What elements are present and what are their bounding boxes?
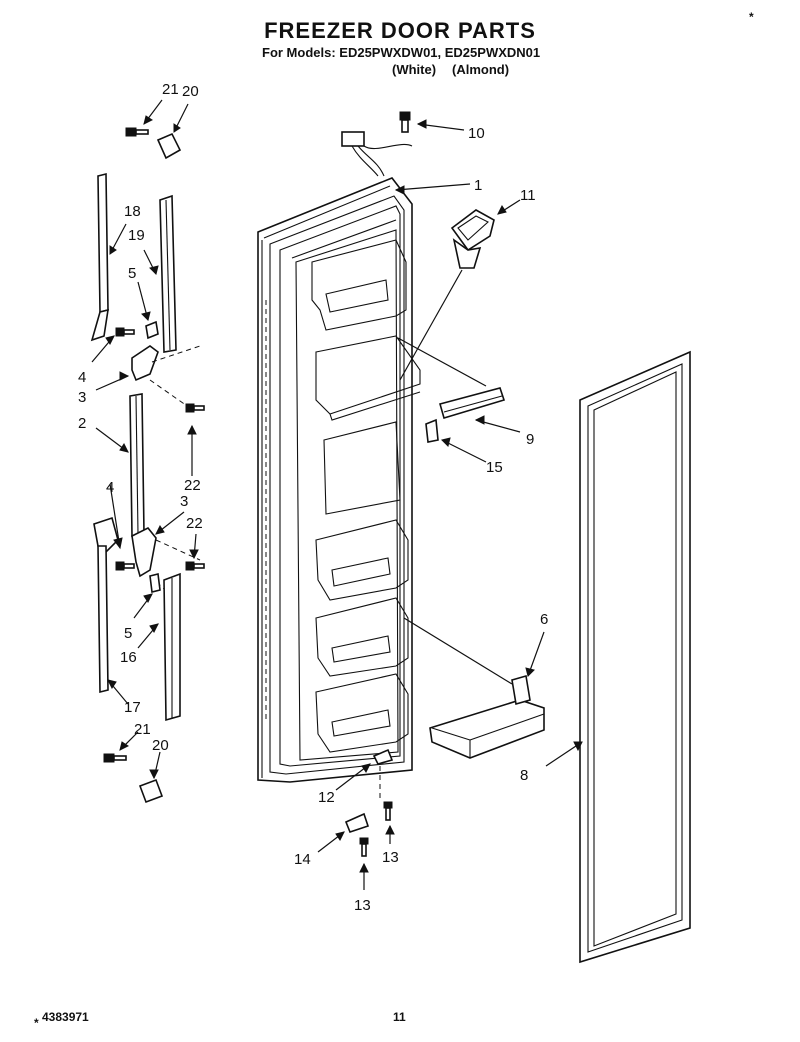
- callout-19: 19: [128, 227, 145, 244]
- hinge-shim-part-2: [95, 393, 145, 537]
- callout-4-lower: 4: [106, 479, 114, 496]
- callout-16: 16: [120, 649, 137, 666]
- leader-8-arrow: [573, 741, 583, 752]
- bottom-hinge-screw-part-21: [103, 731, 139, 763]
- bottom-hinge-cap-part-20: [138, 751, 164, 804]
- corner-mark: *: [749, 10, 754, 24]
- callout-10: 10: [468, 125, 485, 142]
- callout-17: 17: [124, 699, 141, 716]
- callout-3-upper: 3: [78, 389, 86, 406]
- bottom-hinge-parts: [317, 748, 395, 890]
- door-liner-part-1: [257, 177, 421, 783]
- color-almond-label: (Almond): [452, 62, 510, 77]
- handle-trim-part-18: [90, 172, 127, 342]
- callout-21-top: 21: [162, 81, 179, 98]
- callout-15: 15: [486, 459, 503, 476]
- callout-9: 9: [526, 431, 534, 448]
- callout-18: 18: [124, 203, 141, 220]
- callout-labels: 21 20 18 19 5 4 3 2 22 4 3 22 5 16 17 21…: [78, 81, 548, 914]
- wire-harness: [341, 131, 413, 177]
- models-line: For Models: ED25PWXDW01, ED25PWXDN01: [262, 45, 541, 60]
- callout-21-bottom: 21: [134, 721, 151, 738]
- document-number: 4383971: [42, 1010, 89, 1024]
- callout-22-upper: 22: [184, 477, 201, 494]
- leader-1: [395, 183, 471, 191]
- callout-20-bottom: 20: [152, 737, 169, 754]
- callout-20-top: 20: [182, 83, 199, 100]
- shelf-bin-part-6: [403, 617, 545, 759]
- callout-2: 2: [78, 415, 86, 432]
- lower-hinge-parts: [93, 483, 205, 722]
- color-white-label: (White): [392, 62, 437, 77]
- screw-part-10: [399, 111, 465, 133]
- document-number-mark: *: [34, 1016, 39, 1030]
- callout-5-lower: 5: [124, 625, 132, 642]
- page-number: 11: [393, 1010, 406, 1024]
- callout-12: 12: [318, 789, 335, 806]
- callout-6: 6: [540, 611, 548, 628]
- callout-8: 8: [520, 767, 528, 784]
- clip-part-15: [425, 418, 487, 463]
- callout-11: 11: [520, 187, 536, 204]
- top-hinge-cap-part-20: [156, 103, 189, 160]
- handle-part-19: [143, 194, 177, 353]
- top-hinge-screw-part-21: [125, 99, 163, 137]
- callout-13-lower: 13: [354, 897, 371, 914]
- trim-part-9: [397, 337, 521, 433]
- page-title: FREEZER DOOR PARTS: [264, 18, 536, 43]
- callout-22-lower: 22: [186, 515, 203, 532]
- callout-13-upper: 13: [382, 849, 399, 866]
- callout-1: 1: [474, 177, 482, 194]
- callout-4-upper: 4: [78, 369, 86, 386]
- callout-14: 14: [294, 851, 311, 868]
- upper-hinge-parts: [91, 281, 205, 476]
- leader-1-arrow: [394, 185, 405, 195]
- callout-5-upper: 5: [128, 265, 136, 282]
- callout-3-lower: 3: [180, 493, 188, 510]
- dispenser-chute-part-11: [399, 199, 521, 381]
- door-gasket-part-8: [579, 350, 691, 964]
